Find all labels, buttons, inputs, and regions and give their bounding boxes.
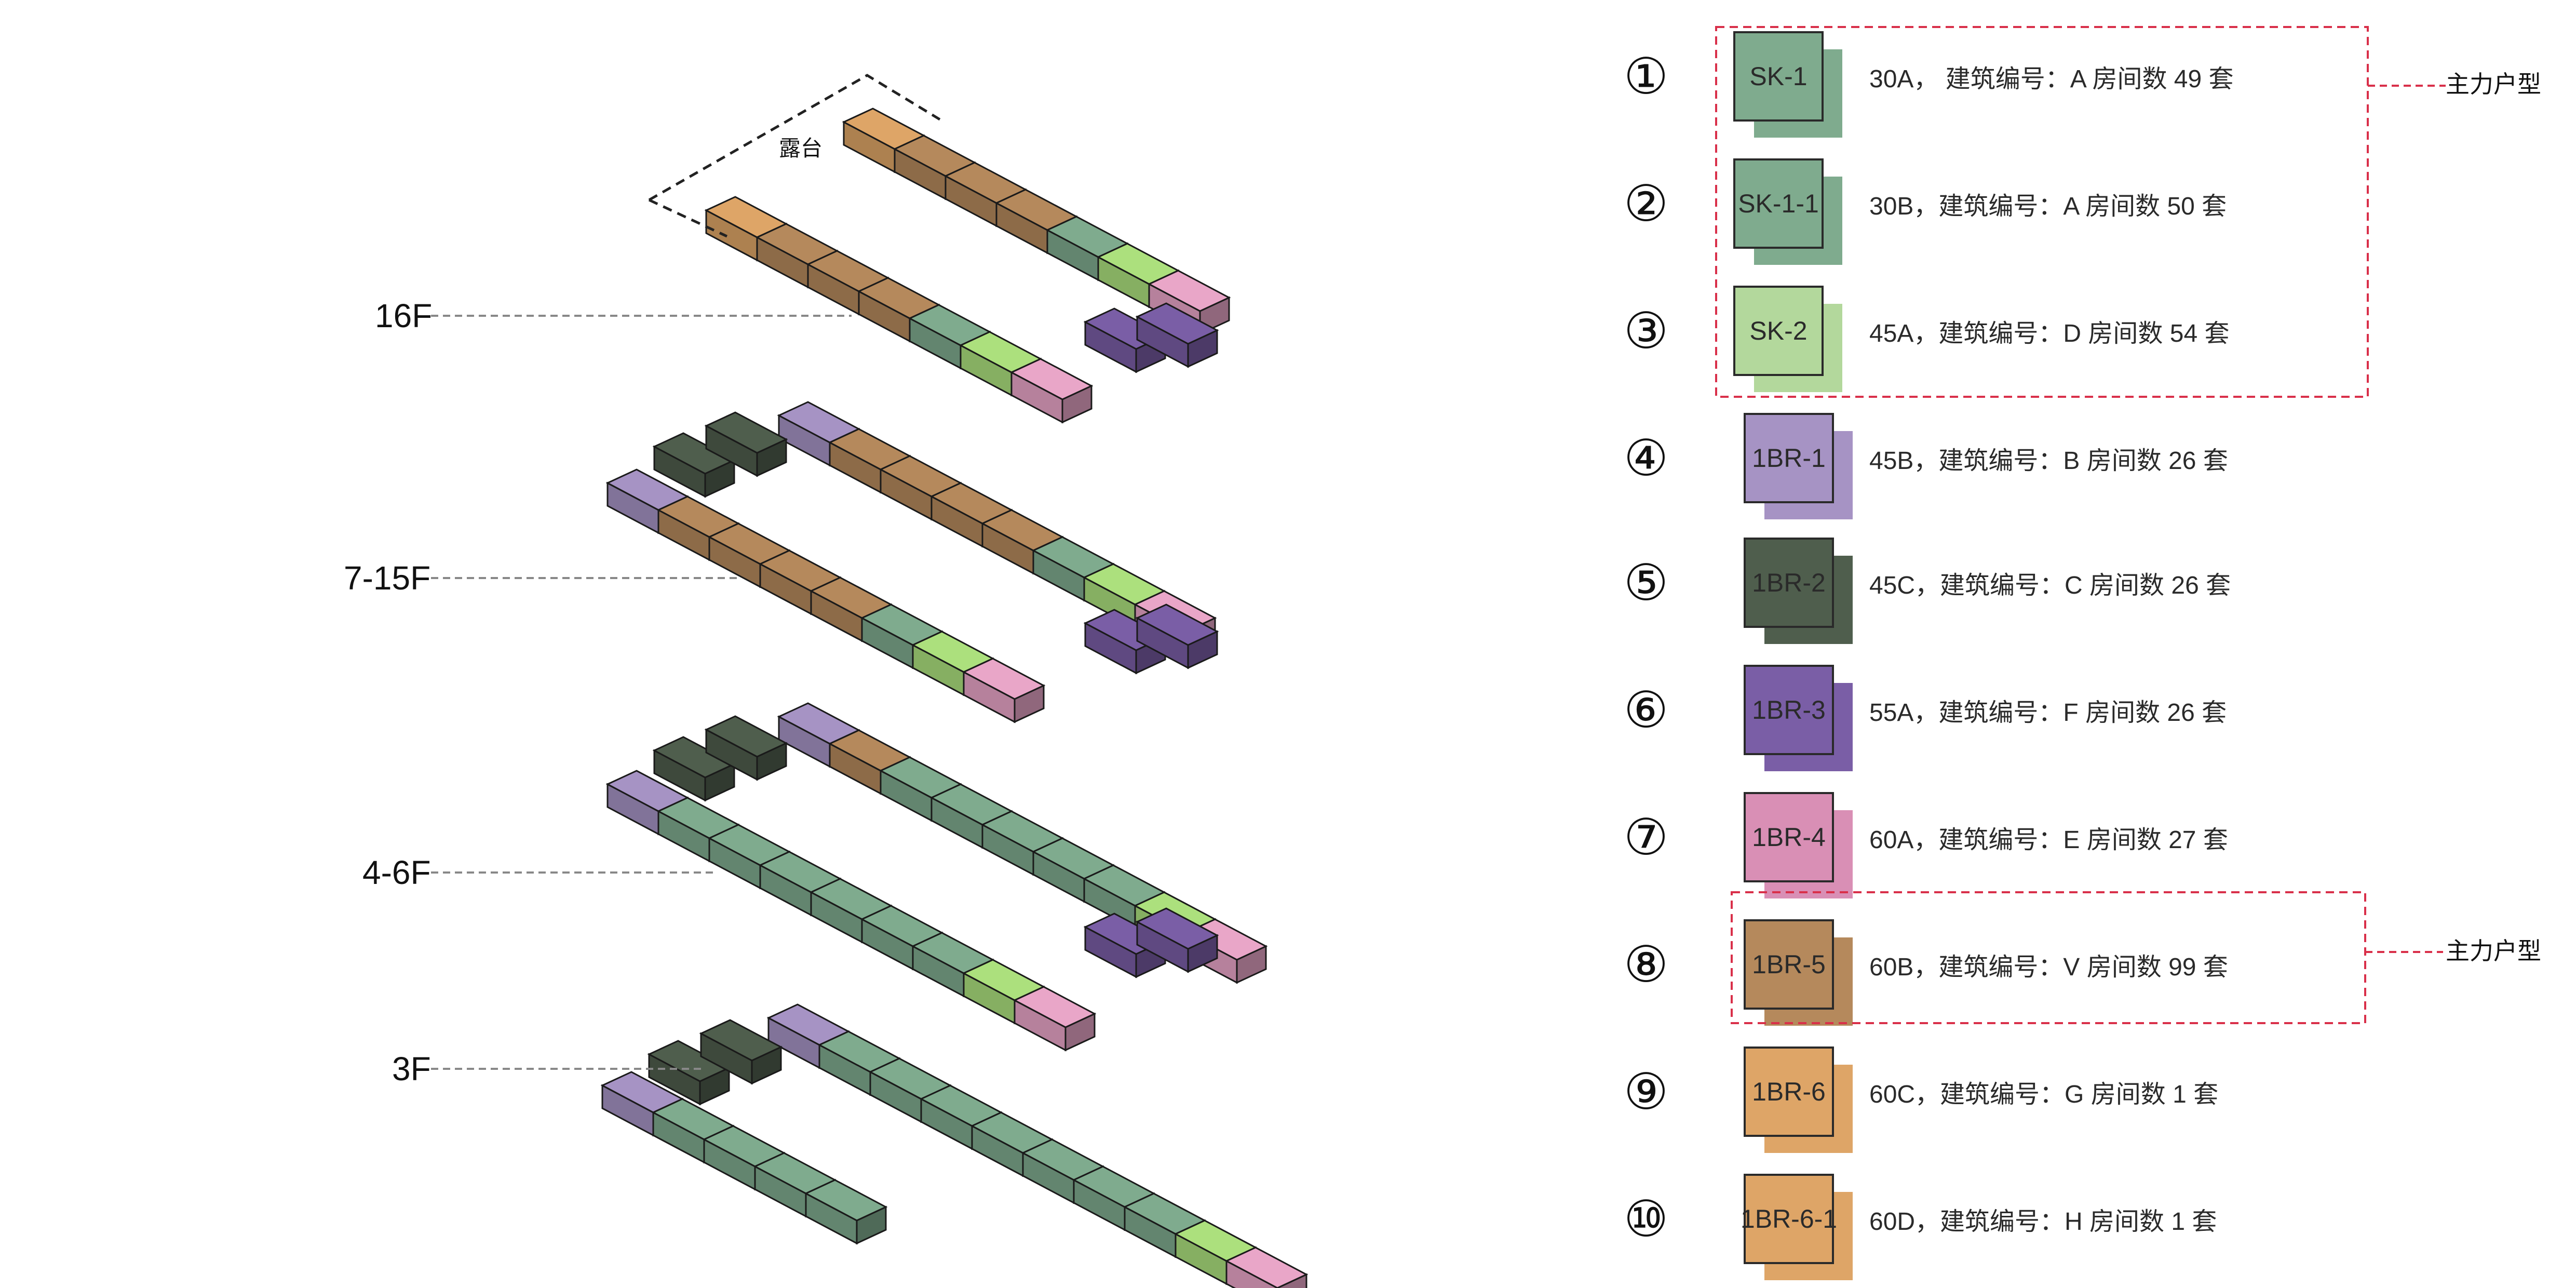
legend-number: ⑦ bbox=[1624, 810, 1668, 865]
legend-description: 60B，建筑编号：V 房间数 99 套 bbox=[1869, 954, 2228, 981]
legend-swatch-front bbox=[1744, 413, 1834, 503]
legend-description: 60D，建筑编号：H 房间数 1 套 bbox=[1869, 1208, 2217, 1236]
legend-swatch-front bbox=[1744, 1046, 1834, 1137]
floor-plate-3f bbox=[600, 1003, 1309, 1288]
legend-description: 45B，建筑编号：B 房间数 26 套 bbox=[1869, 447, 2228, 475]
legend-description: 60A，建筑编号：E 房间数 27 套 bbox=[1869, 826, 2228, 854]
floor-plate-4-6f bbox=[605, 702, 1268, 1052]
legend-number: ④ bbox=[1624, 431, 1668, 486]
floor-label-16f: 16F bbox=[375, 297, 432, 334]
legend-swatch-front bbox=[1744, 1174, 1834, 1264]
f7-corner-b bbox=[1135, 603, 1219, 669]
legend-swatch-front bbox=[1733, 31, 1824, 122]
f7-dark-b bbox=[704, 411, 788, 477]
floor-label-4-6f: 4-6F bbox=[362, 854, 431, 891]
legend-code: 1BR-3 bbox=[1752, 695, 1826, 725]
legend-code: 1BR-6 bbox=[1752, 1077, 1826, 1106]
floor-labels: 16F 7-15F 4-6F 3F bbox=[344, 297, 852, 1088]
legend-description: 30A， 建筑编号：A 房间数 49 套 bbox=[1869, 65, 2234, 93]
floor-label-3f: 3F bbox=[392, 1050, 431, 1088]
f4-front-unit-9 bbox=[1013, 986, 1097, 1052]
legend-swatch-front bbox=[1733, 286, 1824, 376]
legend-row: ⑦ 1BR-4 60A，建筑编号：E 房间数 27 套 bbox=[1624, 792, 2228, 898]
main-type-label-1: 主力户型 bbox=[2446, 71, 2541, 98]
legend-swatch-front bbox=[1744, 665, 1834, 755]
terrace-outline: 露台 bbox=[648, 74, 941, 238]
floor-plate-16f bbox=[704, 108, 1231, 424]
legend-number: ⑨ bbox=[1624, 1064, 1668, 1120]
legend-code: SK-2 bbox=[1749, 316, 1807, 345]
legend-row: ① SK-1 30A， 建筑编号：A 房间数 49 套 bbox=[1624, 31, 2234, 138]
legend-row: ⑥ 1BR-3 55A，建筑编号：F 房间数 26 套 bbox=[1624, 665, 2227, 771]
unit-type-legend: ① SK-1 30A， 建筑编号：A 房间数 49 套 ② SK-1-1 30B，建筑编号… bbox=[1624, 31, 2234, 1280]
main-type-label-2: 主力户型 bbox=[2446, 937, 2541, 964]
f4-dark-a bbox=[652, 736, 736, 802]
legend-swatch-front bbox=[1744, 792, 1834, 882]
legend-swatch-front bbox=[1744, 538, 1834, 628]
f16-corner-b bbox=[1135, 302, 1219, 368]
legend-description: 45A，建筑编号：D 房间数 54 套 bbox=[1869, 320, 2229, 347]
legend-description: 30B，建筑编号：A 房间数 50 套 bbox=[1869, 193, 2227, 220]
legend-row: ⑨ 1BR-6 60C，建筑编号：G 房间数 1 套 bbox=[1624, 1046, 2218, 1153]
legend-number: ⑤ bbox=[1624, 555, 1668, 611]
f4-dark-b bbox=[704, 715, 788, 781]
f3-dark-a bbox=[647, 1040, 731, 1106]
legend-number: ③ bbox=[1624, 303, 1668, 359]
legend-row: ④ 1BR-1 45B，建筑编号：B 房间数 26 套 bbox=[1624, 413, 2228, 519]
legend-description: 55A，建筑编号：F 房间数 26 套 bbox=[1869, 699, 2227, 727]
legend-row: ⑧ 1BR-5 60B，建筑编号：V 房间数 99 套 bbox=[1624, 919, 2228, 1026]
legend-code: 1BR-2 bbox=[1752, 568, 1826, 597]
main-type-group-2: 主力户型 bbox=[1731, 891, 2541, 1024]
legend-code: SK-1-1 bbox=[1738, 189, 1819, 218]
legend-code: SK-1 bbox=[1749, 62, 1807, 91]
f3-front-unit-5 bbox=[804, 1179, 888, 1245]
f7-dark-a bbox=[652, 432, 736, 498]
legend-number: ⑥ bbox=[1624, 682, 1668, 738]
f4-corner-b bbox=[1135, 907, 1219, 973]
legend-row: ③ SK-2 45A，建筑编号：D 房间数 54 套 bbox=[1624, 286, 2229, 392]
legend-number: ② bbox=[1624, 176, 1668, 232]
legend-number: ① bbox=[1624, 49, 1668, 104]
legend-code: 1BR-4 bbox=[1752, 823, 1826, 852]
legend-number: ⑧ bbox=[1624, 937, 1668, 992]
floor-plates bbox=[600, 108, 1309, 1288]
legend-description: 45C，建筑编号：C 房间数 26 套 bbox=[1869, 572, 2231, 599]
terrace-label: 露台 bbox=[779, 136, 822, 160]
f3-dark-b bbox=[699, 1019, 783, 1085]
legend-number: ⑩ bbox=[1624, 1191, 1668, 1247]
legend-code: 1BR-6-1 bbox=[1741, 1204, 1837, 1233]
legend-swatch-front bbox=[1744, 919, 1834, 1010]
floor-plate-7-15f bbox=[605, 401, 1219, 723]
legend-row: ⑩ 1BR-6-1 60D，建筑编号：H 房间数 1 套 bbox=[1624, 1174, 2217, 1280]
legend-code: 1BR-1 bbox=[1752, 444, 1826, 473]
legend-code: 1BR-5 bbox=[1752, 950, 1826, 979]
legend-row: ⑤ 1BR-2 45C，建筑编号：C 房间数 26 套 bbox=[1624, 538, 2231, 644]
f7-front-unit-8 bbox=[962, 658, 1046, 723]
legend-swatch-front bbox=[1733, 158, 1824, 249]
floor-label-7-15f: 7-15F bbox=[344, 559, 430, 597]
f3-back-unit-10 bbox=[1224, 1246, 1309, 1288]
legend-row: ② SK-1-1 30B，建筑编号：A 房间数 50 套 bbox=[1624, 158, 2227, 265]
legend-description: 60C，建筑编号：G 房间数 1 套 bbox=[1869, 1081, 2218, 1108]
main-type-group-1: 主力户型 bbox=[1715, 26, 2541, 398]
f16-front-unit-7 bbox=[1009, 358, 1094, 424]
